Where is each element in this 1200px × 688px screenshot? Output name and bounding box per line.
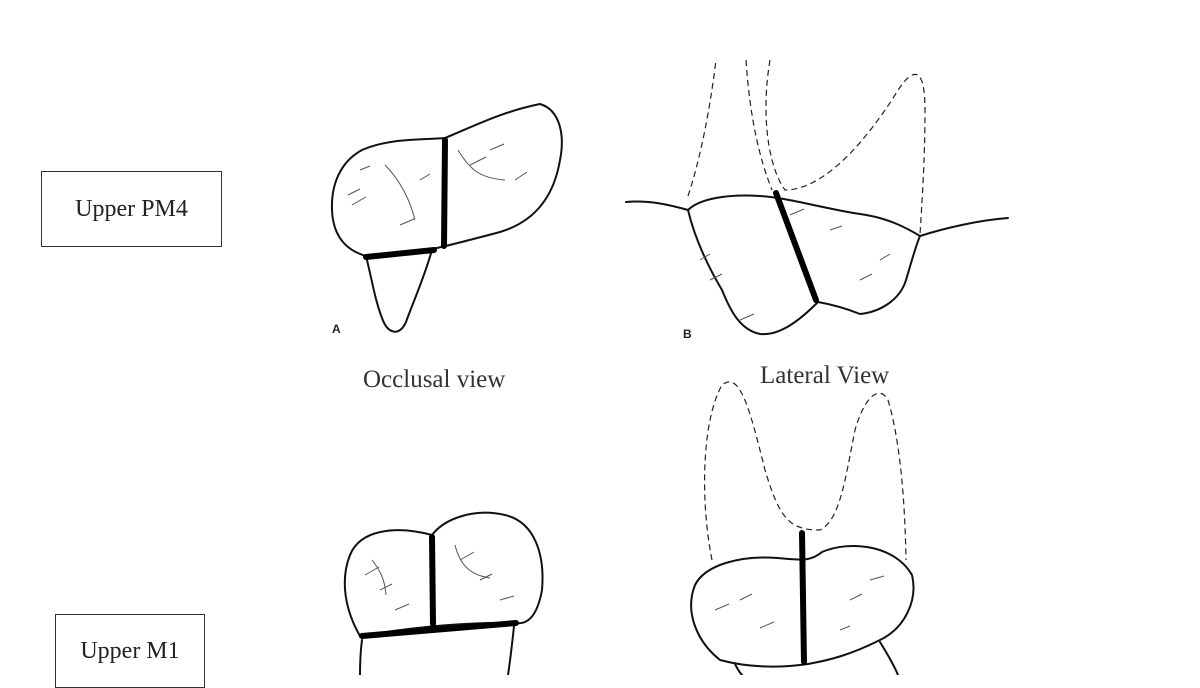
figure-letter-a: A [332, 322, 341, 336]
pm4-occlusal-drawing [330, 103, 563, 333]
occlusal-view-caption: Occlusal view [363, 366, 506, 393]
pm4-occlusal-horizontal-cut [363, 247, 437, 260]
pm4-lateral-crown [687, 209, 921, 336]
m1-lateral-drawing [690, 381, 915, 675]
lateral-view-caption: Lateral View [760, 362, 890, 389]
m1-lateral-cut [799, 530, 807, 665]
m1-lateral-root-outline [704, 381, 907, 561]
m1-lateral-root-base [734, 641, 899, 675]
m1-occlusal-horizontal-cut [359, 620, 519, 639]
pm4-lateral-cut [773, 190, 819, 303]
m1-occlusal-crown [343, 511, 544, 637]
m1-occlusal-root [359, 625, 515, 675]
figure-letter-b: B [683, 327, 692, 341]
pm4-lateral-gum-line [625, 194, 1009, 237]
m1-lateral-crown [690, 545, 915, 668]
pm4-occlusal-crown [330, 103, 563, 257]
upper-pm4-label: Upper PM4 [41, 171, 222, 247]
m1-occlusal-vertical-cut [429, 534, 436, 627]
pm4-lateral-root-outline [687, 59, 926, 236]
pm4-occlusal-vertical-cut [441, 137, 448, 249]
pm4-occlusal-root [365, 249, 433, 333]
m1-occlusal-drawing [343, 511, 544, 675]
pm4-lateral-drawing [625, 59, 1009, 336]
